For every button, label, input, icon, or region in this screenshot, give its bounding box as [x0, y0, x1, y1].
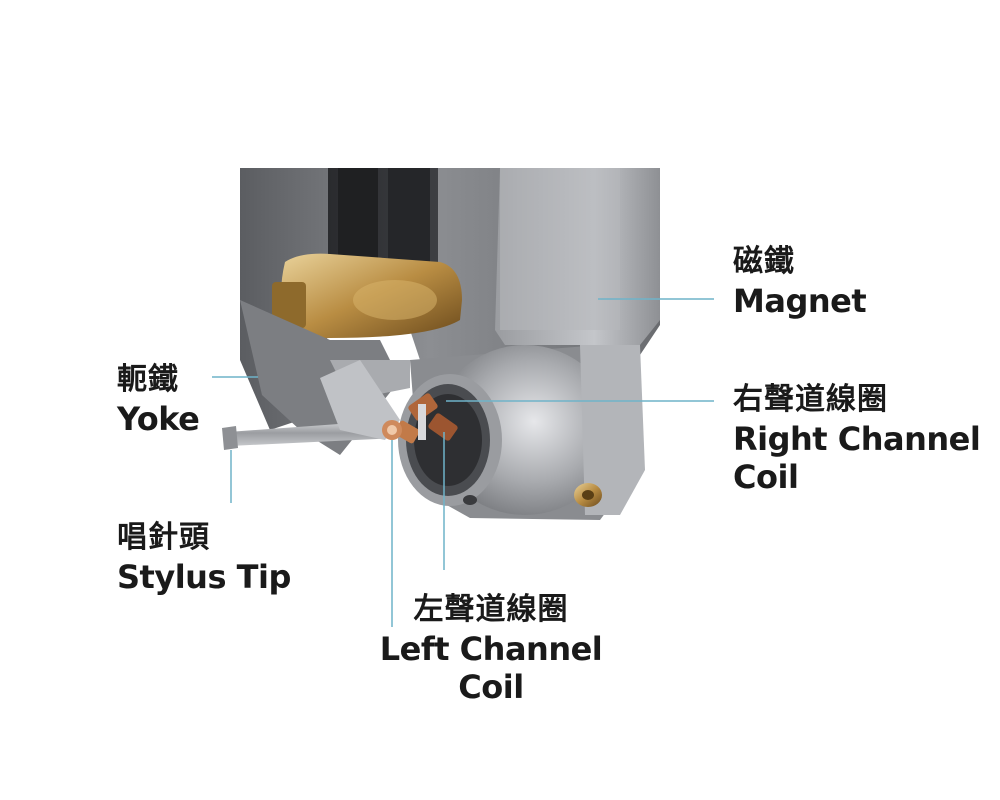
- coils: [394, 393, 458, 444]
- label-stylus-zh: 唱針頭: [117, 520, 210, 555]
- stylus-assembly: [222, 360, 402, 450]
- label-left-coil-zh: 左聲道線圈: [413, 592, 569, 627]
- label-left-channel-coil: 左聲道線圈 Left Channel Coil: [355, 590, 627, 706]
- label-stylus-tip: 唱針頭 Stylus Tip: [117, 518, 291, 596]
- label-magnet-zh: 磁鐵: [733, 244, 795, 279]
- label-right-channel-coil: 右聲道線圈 Right Channel Coil: [733, 380, 981, 496]
- label-yoke: 軛鐵 Yoke: [117, 360, 200, 438]
- label-right-coil-en-line2: Coil: [733, 458, 799, 496]
- leader-lines: [212, 298, 714, 627]
- label-stylus-en: Stylus Tip: [117, 558, 291, 596]
- label-left-coil-en: Left Channel Coil: [379, 630, 603, 706]
- front-cone: [398, 345, 645, 520]
- label-magnet-en: Magnet: [733, 282, 867, 320]
- label-magnet: 磁鐵 Magnet: [733, 242, 867, 320]
- label-right-coil-zh: 右聲道線圈: [733, 382, 888, 417]
- brass-housing: [272, 253, 462, 339]
- label-yoke-zh: 軛鐵: [117, 362, 179, 397]
- label-yoke-en: Yoke: [117, 400, 200, 438]
- label-right-coil-en-line1: Right Channel: [733, 420, 981, 458]
- magnet: [495, 168, 660, 345]
